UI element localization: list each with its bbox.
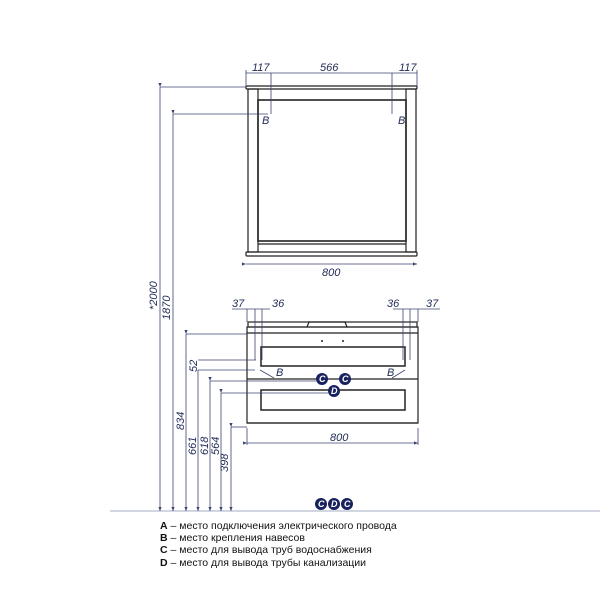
height-dimensions: *2000 1870 834 52 661 618 564 398 <box>110 83 600 512</box>
mount-point-b: B <box>398 115 405 127</box>
drain-outlet-d: D <box>328 385 340 397</box>
water-outlet-c: C <box>339 373 351 385</box>
mount-point-b: B <box>387 367 394 379</box>
vanity-offset-left-outer: 37 <box>232 298 245 310</box>
legend-item-b: B – место крепления навесов <box>160 532 305 545</box>
height-1870: 1870 <box>161 295 173 320</box>
vanity-dimensions: 37 36 36 37 800 B B C C D <box>232 298 440 445</box>
height-398: 398 <box>219 453 231 472</box>
svg-text:D: D <box>331 386 338 396</box>
mirror-dim-center: 566 <box>320 62 339 74</box>
mirror-dimensions: 117 566 117 800 B B <box>242 62 417 279</box>
legend-item-a: A – место подключения электрического про… <box>160 520 397 532</box>
vanity-width: 800 <box>330 432 349 444</box>
legend-item-d: D – место для вывода трубы канализации <box>160 556 367 569</box>
height-618: 618 <box>199 436 211 455</box>
svg-text:C: C <box>342 374 349 384</box>
floor-markers: C D C <box>315 498 353 510</box>
mount-point-b: B <box>276 367 283 379</box>
vanity-offset-right-outer: 37 <box>426 298 439 310</box>
svg-text:C: C <box>318 499 325 509</box>
mirror <box>245 85 418 257</box>
water-outlet-c: C <box>316 373 328 385</box>
mount-point-b: B <box>262 115 269 127</box>
height-2000: *2000 <box>148 280 160 310</box>
height-661: 661 <box>187 437 199 455</box>
mirror-width: 800 <box>322 267 341 279</box>
mirror-dim-left: 117 <box>252 62 270 74</box>
height-834: 834 <box>175 412 187 430</box>
height-564: 564 <box>210 437 222 455</box>
height-52: 52 <box>188 360 200 372</box>
mirror-dim-right: 117 <box>399 62 417 74</box>
legend-item-c: C – место для вывода труб водоснабжения <box>160 544 372 557</box>
legend: A – место подключения электрического про… <box>160 520 397 569</box>
svg-text:C: C <box>319 374 326 384</box>
vanity-offset-right-inner: 36 <box>387 298 400 310</box>
svg-text:D: D <box>331 499 338 509</box>
vanity-offset-left-inner: 36 <box>272 298 285 310</box>
svg-text:C: C <box>344 499 351 509</box>
